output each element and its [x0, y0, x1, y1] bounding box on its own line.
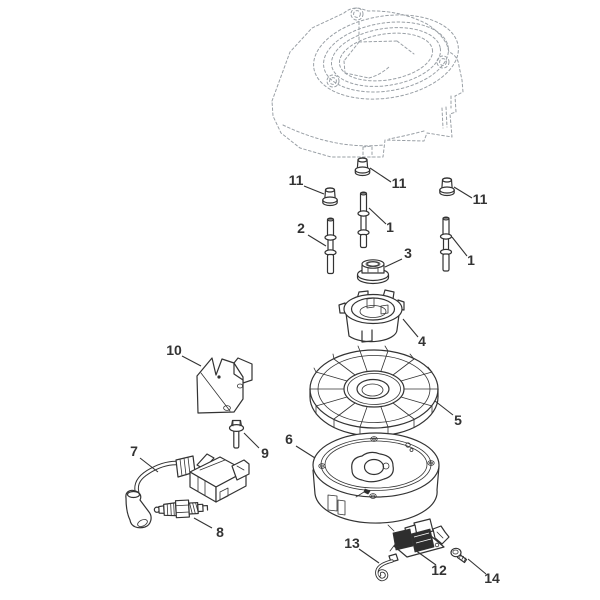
callout-label-7: 7	[130, 443, 138, 459]
callout-leader-11	[369, 167, 392, 183]
callout-label-11: 11	[392, 175, 407, 191]
callout-label-5: 5	[454, 412, 462, 428]
callout-leader-2	[307, 234, 327, 247]
callout-label-14: 14	[484, 570, 500, 586]
callout-leader-4	[402, 318, 419, 338]
callout-label-4: 4	[418, 333, 426, 349]
callout-leader-8	[193, 517, 213, 529]
spark-plug-part-8	[153, 499, 209, 519]
callout-label-12: 12	[431, 562, 447, 578]
spacer-bushing-part-11-left	[322, 187, 338, 207]
disc-bolt-holes	[318, 436, 435, 499]
starter-cup-part-4	[338, 289, 405, 343]
flange-nut-part-3	[356, 259, 390, 285]
flywheel-part-5	[309, 345, 439, 437]
ignition-coil-part-7	[125, 453, 250, 529]
callout-leader-12	[414, 549, 437, 566]
callout-leader-9	[243, 432, 260, 449]
ground-wire-part-13	[375, 553, 399, 582]
callout-label-1: 1	[386, 219, 394, 235]
callout-label-8: 8	[216, 524, 224, 540]
callout-leader-13	[358, 548, 380, 564]
stud-part-1-center	[357, 191, 370, 249]
stud-part-2	[324, 217, 337, 275]
callout-leader-5	[434, 400, 454, 416]
callout-label-11: 11	[473, 191, 488, 207]
callout-label-3: 3	[404, 245, 412, 261]
callout-label-13: 13	[344, 535, 360, 551]
callout-label-2: 2	[297, 220, 305, 236]
ignition-module-part-12	[387, 518, 450, 558]
callout-leader-10	[181, 355, 202, 367]
callout-leader-7	[139, 457, 159, 473]
stud-part-1-right	[439, 216, 453, 272]
spacer-bushing-part-11-right	[439, 177, 455, 197]
callout-label-10: 10	[166, 342, 182, 358]
spark-plug-boot	[125, 489, 152, 529]
callout-leader-6	[295, 445, 316, 459]
screw-part-14	[450, 547, 468, 564]
callout-label-9: 9	[261, 445, 269, 461]
callout-leader-3	[384, 258, 403, 268]
bolt-part-9	[228, 419, 245, 449]
callout-leader-14	[467, 558, 487, 575]
callout-label-1: 1	[467, 252, 475, 268]
blower-housing-ghost-part	[271, 7, 464, 158]
callout-leader-11	[453, 186, 473, 199]
callout-label-11: 11	[289, 172, 304, 188]
spacer-bushing-part-11-center	[354, 157, 371, 177]
magneto-disc-part-6	[312, 432, 440, 524]
callout-label-6: 6	[285, 431, 293, 447]
callout-leader-11	[303, 185, 325, 195]
callout-leader-1	[368, 207, 387, 225]
callout-leader-1	[451, 236, 468, 257]
shield-bracket-part-10	[196, 357, 253, 414]
